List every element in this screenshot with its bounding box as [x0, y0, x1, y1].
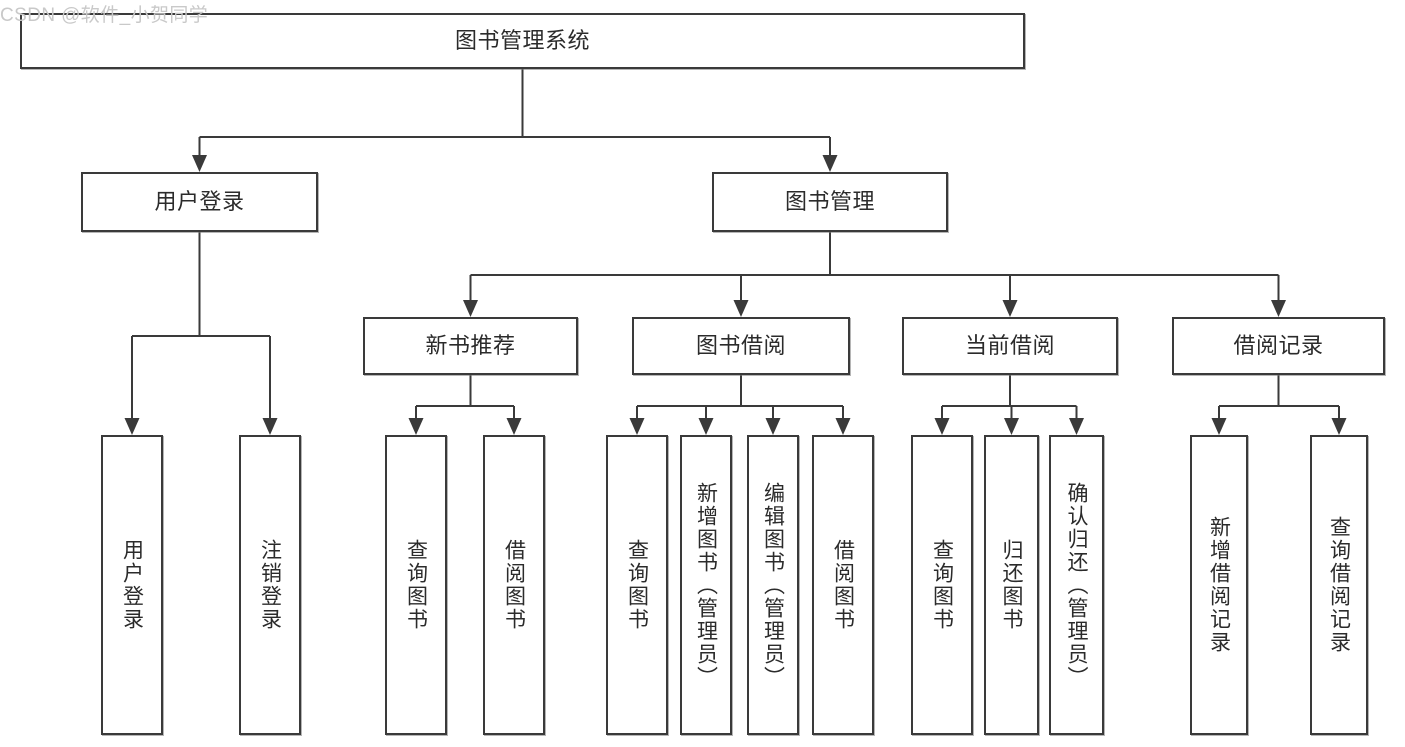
node-label: 用户登录 — [120, 539, 144, 631]
node-label: 图书管理 — [784, 188, 875, 214]
node-label: 图书借阅 — [695, 332, 786, 358]
node-label: 新书推荐 — [425, 332, 516, 358]
node-label: 借阅记录 — [1233, 332, 1324, 358]
node-label: 编辑图书（管理员） — [761, 481, 785, 689]
node-borrow[interactable]: 图书借阅 — [632, 317, 850, 375]
arrowhead — [1211, 418, 1227, 435]
node-l7[interactable]: 编辑图书（管理员） — [747, 435, 799, 735]
node-current[interactable]: 当前借阅 — [902, 317, 1118, 375]
node-l6[interactable]: 新增图书（管理员） — [680, 435, 732, 735]
node-label: 用户登录 — [154, 188, 245, 214]
arrowhead — [629, 418, 645, 435]
arrowhead — [192, 155, 207, 172]
node-bookmgmt[interactable]: 图书管理 — [712, 172, 948, 232]
arrowhead — [1004, 418, 1019, 435]
node-label: 新增借阅记录 — [1207, 516, 1231, 654]
arrowhead — [262, 418, 278, 435]
node-l10[interactable]: 归还图书 — [984, 435, 1039, 735]
node-label: 借阅图书 — [831, 539, 855, 631]
node-label: 图书管理系统 — [454, 27, 590, 53]
arrowhead — [124, 418, 140, 435]
node-newbook[interactable]: 新书推荐 — [363, 317, 578, 375]
node-l1[interactable]: 用户登录 — [101, 435, 163, 735]
arrowhead — [463, 300, 478, 317]
arrowhead — [698, 418, 714, 435]
node-l13[interactable]: 查询借阅记录 — [1310, 435, 1368, 735]
arrowhead — [733, 300, 749, 317]
node-label: 归还图书 — [1000, 539, 1024, 631]
node-label: 确认归还（管理员） — [1065, 481, 1089, 689]
node-l5[interactable]: 查询图书 — [606, 435, 668, 735]
node-l12[interactable]: 新增借阅记录 — [1190, 435, 1248, 735]
node-label: 查询图书 — [625, 539, 649, 631]
node-l3[interactable]: 查询图书 — [385, 435, 447, 735]
node-label: 查询图书 — [404, 539, 428, 631]
arrowhead — [835, 418, 851, 435]
arrowhead — [765, 418, 781, 435]
arrowhead — [822, 155, 838, 172]
arrowhead — [1002, 300, 1018, 317]
node-label: 当前借阅 — [964, 332, 1055, 358]
arrowhead — [1271, 300, 1286, 317]
arrowhead — [506, 418, 522, 435]
node-label: 查询借阅记录 — [1327, 516, 1351, 654]
node-l4[interactable]: 借阅图书 — [483, 435, 545, 735]
arrowhead — [1069, 418, 1084, 435]
node-label: 新增图书（管理员） — [694, 481, 718, 689]
node-l8[interactable]: 借阅图书 — [812, 435, 874, 735]
node-login[interactable]: 用户登录 — [81, 172, 318, 232]
node-l9[interactable]: 查询图书 — [911, 435, 973, 735]
node-label: 注销登录 — [258, 539, 282, 631]
arrowhead — [1331, 418, 1347, 435]
node-label: 借阅图书 — [502, 539, 526, 631]
node-l11[interactable]: 确认归还（管理员） — [1049, 435, 1104, 735]
node-records[interactable]: 借阅记录 — [1172, 317, 1385, 375]
node-label: 查询图书 — [930, 539, 954, 631]
arrowhead — [408, 418, 424, 435]
node-root[interactable]: 图书管理系统 — [20, 13, 1025, 69]
arrowhead — [934, 418, 950, 435]
node-l2[interactable]: 注销登录 — [239, 435, 301, 735]
